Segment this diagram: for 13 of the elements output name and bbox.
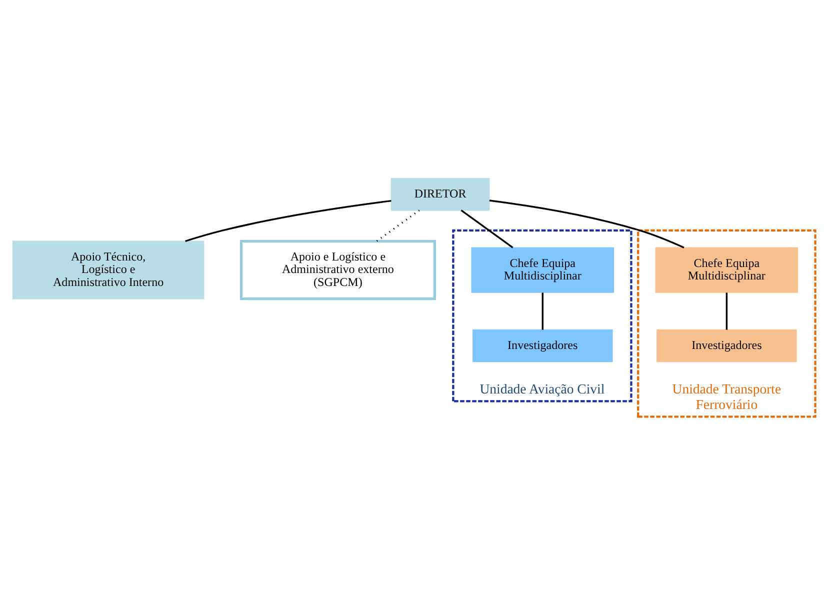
node-box: Investigadores	[656, 328, 797, 362]
connector	[489, 199, 684, 248]
node-box: DIRETOR	[390, 178, 490, 210]
node-box: Apoio e Logístico e Administrativo externo (SGPCM)	[240, 239, 436, 300]
connector	[726, 292, 728, 330]
node-box: Investigadores	[472, 328, 613, 362]
connector	[542, 292, 544, 330]
connector	[460, 209, 514, 248]
node-box: Chefe Equipa Multidisciplinar	[655, 246, 798, 292]
node-box: Apoio Técnico, Logístico e Administrativo Interno	[12, 240, 204, 299]
connector	[185, 199, 392, 242]
node-box: Chefe Equipa Multidisciplinar	[471, 246, 614, 292]
connector	[376, 209, 420, 242]
